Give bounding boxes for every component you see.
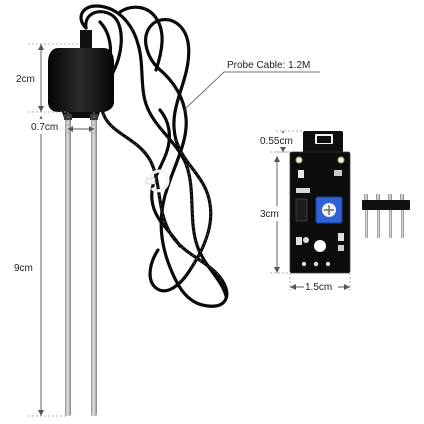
potentiometer	[315, 196, 343, 224]
label-bg	[259, 133, 303, 147]
label-bg	[14, 260, 40, 276]
pin-headers	[362, 194, 410, 238]
mounting-hole	[314, 240, 326, 252]
label-bg	[258, 206, 286, 221]
head-height-label: 2cm	[16, 74, 35, 85]
cable-length-label: Probe Cable: 1.2M	[227, 60, 310, 71]
module-top-label: 0.55cm	[260, 136, 293, 147]
label-bg	[304, 279, 338, 294]
cable-highlight	[101, 109, 223, 281]
cable-tie	[145, 169, 170, 193]
probe-rods	[64, 114, 98, 416]
module-pins	[301, 261, 331, 267]
module-width-label: 1.5cm	[305, 282, 332, 293]
probe-head	[48, 30, 114, 118]
module-height-label: 3cm	[260, 209, 279, 220]
cable-callout	[183, 71, 320, 111]
label-bg	[16, 70, 40, 86]
probe-gap-label: 0.7cm	[31, 122, 58, 133]
probe-length-label: 9cm	[14, 263, 33, 274]
dimension-lines-probe	[28, 43, 95, 417]
label-bg	[30, 119, 64, 134]
